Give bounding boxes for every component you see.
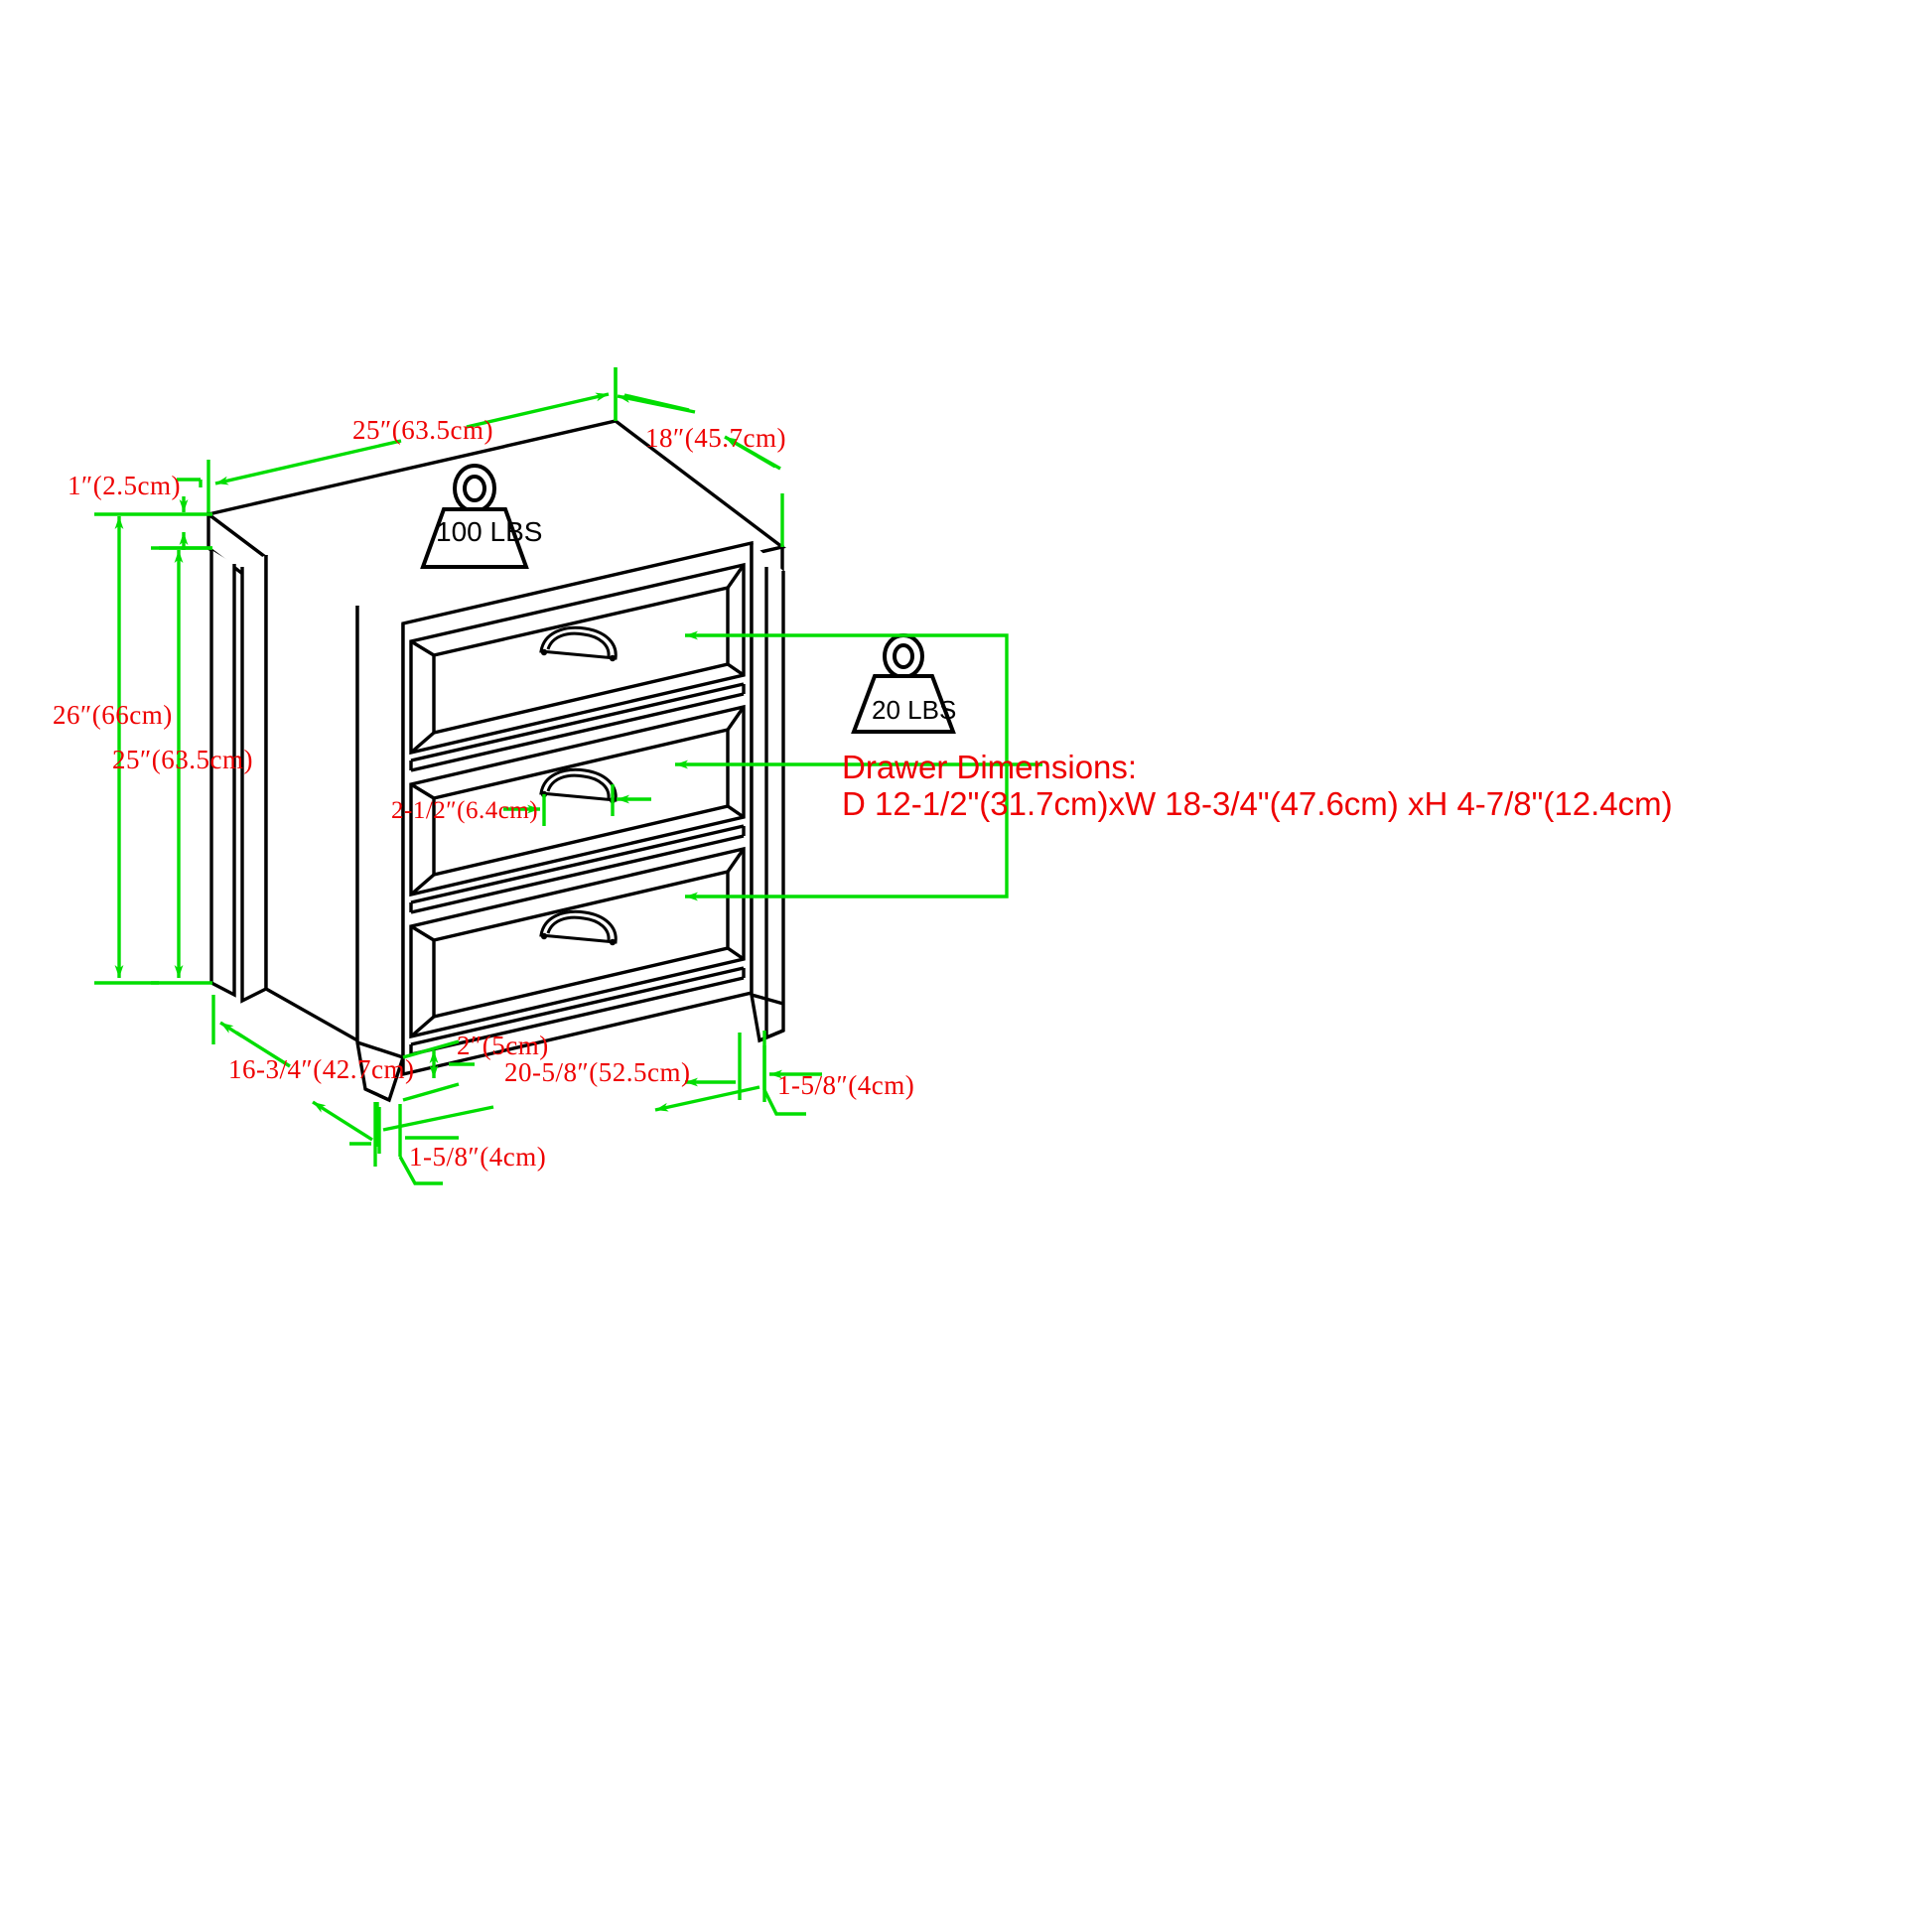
dim-label-top-thickness: 1″(2.5cm) — [68, 471, 181, 500]
dim-legheight-2 — [402, 1039, 475, 1102]
front-right-leg — [750, 543, 785, 1043]
drawer-handle-bottom — [539, 909, 618, 946]
dim-label-overall-width: 25″(63.5cm) — [352, 415, 493, 445]
dim-label-overall-depth: 18″(45.7cm) — [645, 423, 786, 453]
drawer-dimensions-detail: D 12-1/2"(31.7cm)xW 18-3/4"(47.6cm) xH 4… — [842, 785, 1673, 822]
weight-icon-100lbs — [420, 464, 529, 569]
dim-basedepth-1675 — [211, 995, 379, 1147]
weight-label-20lbs: 20 LBS — [872, 695, 957, 725]
dim-label-body-height: 25″(63.5cm) — [112, 745, 253, 774]
dim-leginset-front — [349, 1102, 459, 1185]
dim-label-handle-width: 2-1/2″(6.4cm) — [391, 797, 539, 824]
dim-label-base-depth: 16-3/4″(42.7cm) — [228, 1054, 415, 1084]
drawer-dimensions-heading: Drawer Dimensions: — [842, 749, 1138, 785]
dim-label-leg-height: 2″(5cm) — [457, 1031, 549, 1060]
dim-label-leg-inset-right: 1-5/8″(4cm) — [777, 1070, 915, 1100]
dim-height-26 — [94, 512, 159, 985]
drawer-handle-top — [539, 625, 618, 662]
front-left-leg — [355, 606, 405, 1103]
weight-label-100lbs: 100 LBS — [436, 516, 543, 547]
left-side-panel — [209, 550, 359, 1043]
dim-label-overall-height: 26″(66cm) — [53, 700, 173, 730]
dim-label-leg-inset-front: 1-5/8″(4cm) — [409, 1142, 547, 1172]
nightstand-body — [205, 419, 786, 1103]
dim-depth-18-arrows — [617, 394, 781, 471]
dim-leginset-right — [685, 1031, 822, 1116]
dim-height-25 — [151, 546, 212, 985]
dim-handle-2half — [503, 784, 651, 826]
drawer-top — [409, 562, 746, 772]
dim-label-base-width: 20-5/8″(52.5cm) — [504, 1057, 691, 1087]
weight-icon-20lbs — [851, 633, 956, 734]
drawer-bottom — [409, 846, 746, 1056]
drawer-middle — [409, 704, 746, 914]
drawer-callout-lines — [675, 630, 1042, 901]
dimension-lines — [94, 367, 1042, 1185]
